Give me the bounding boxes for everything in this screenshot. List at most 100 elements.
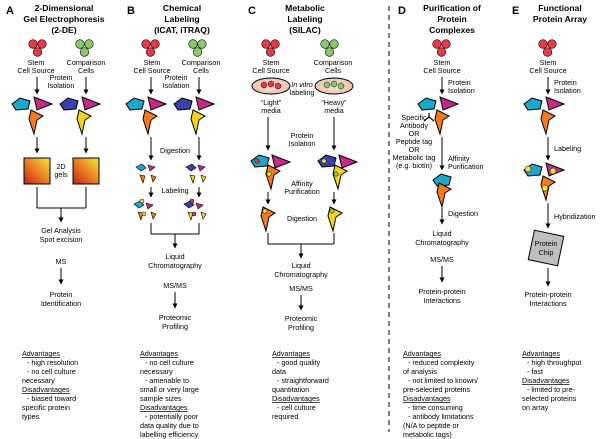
comparison-label: Comparison: [314, 58, 353, 67]
comparison-label: Cells: [78, 66, 94, 75]
panel-title-line: Protein: [437, 14, 467, 24]
advantage-item: - fast: [527, 367, 543, 376]
step-label: MS/MS: [289, 284, 313, 293]
step-label: Liquid: [291, 261, 310, 270]
comparison-cells-icon: [188, 39, 207, 57]
culture-dish-light-icon: [251, 77, 291, 95]
panel-title-line: Gel Electrophoresis: [23, 14, 104, 24]
panel-letter: B: [127, 5, 135, 17]
gel-label: 2D: [56, 162, 65, 171]
tag-label: Specific: [401, 113, 427, 122]
isolation-label: Isolation: [163, 81, 190, 90]
tag-label: OR: [409, 129, 420, 138]
stem-cells-icon: [141, 39, 160, 57]
purified-protein-icon: [260, 206, 343, 232]
tag-label: Antibody: [400, 121, 428, 130]
source-label: Stem: [144, 58, 161, 67]
chip-label: Protein: [535, 239, 558, 248]
chip-label: Chip: [539, 248, 554, 257]
advantage-item: - not limited to known/: [408, 376, 478, 385]
panel-title-line: (SILAC): [289, 25, 321, 35]
digestion-label: Digestion: [448, 209, 478, 218]
gel-icon: [72, 157, 100, 185]
disadvantage-item: - biased toward: [27, 394, 76, 403]
panel-title-line: Complexes: [429, 25, 475, 35]
step-label: MS/MS: [163, 281, 187, 290]
panel-title-line: Labeling: [164, 14, 199, 24]
advantage-item: pre-selected proteins: [403, 385, 471, 394]
panel-letter: D: [398, 5, 406, 17]
panel-title-line: Protein Array: [533, 14, 587, 24]
disadvantage-item: on array: [522, 403, 549, 412]
affinity-label: Affinity: [291, 179, 313, 188]
panel-title-line: (ICAT, iTRAQ): [154, 25, 210, 35]
advantage-item: sample sizes: [140, 394, 182, 403]
stem-cells-icon: [261, 39, 280, 57]
disadvantages-heading: Disadvantages: [522, 376, 570, 385]
in-vitro-label: labeling: [290, 88, 315, 97]
panel-d: D Purification of Protein Complexes Stem…: [393, 3, 484, 439]
step-label: Profiling: [162, 322, 188, 331]
isolation-label: Protein: [50, 73, 73, 82]
panel-e: E Functional Protein Array Stem Cell Sou…: [512, 3, 596, 412]
panel-title-line: Functional: [538, 3, 581, 13]
step-label: Identification: [41, 299, 81, 308]
affinity-label: Purification: [284, 187, 320, 196]
gel-label: gels: [54, 170, 68, 179]
source-label: Cell Source: [17, 66, 54, 75]
step-label: Profiling: [288, 323, 314, 332]
light-media-label: “Light”: [261, 98, 282, 107]
source-label: Stem: [540, 58, 557, 67]
comparison-cells-icon: [75, 39, 94, 57]
source-label: Cell Source: [252, 66, 289, 75]
isolation-label: Protein: [291, 131, 314, 140]
disadvantage-item: labelling efficiency: [140, 430, 199, 439]
step-label: Interactions: [529, 299, 567, 308]
disadvantage-item: required: [272, 412, 298, 421]
source-label: Cell Source: [423, 66, 460, 75]
step-label: Protein-protein: [524, 290, 571, 299]
in-vitro-label: In vitro: [291, 80, 313, 89]
antibody-tag-icon: [423, 113, 435, 122]
advantages-heading: Advantages: [403, 349, 441, 358]
tag-label: Peptide tag: [396, 137, 432, 146]
advantage-item: - straightforward: [277, 376, 329, 385]
stem-cells-icon: [432, 39, 451, 57]
panel-letter: A: [6, 5, 14, 17]
advantages-block: Advantages - good quality data - straigh…: [272, 349, 329, 421]
labeled-peptides-icon: [133, 198, 207, 221]
advantage-item: - high throughput: [527, 358, 581, 367]
isolation-label: Protein: [448, 78, 471, 87]
step-label: Chromatography: [148, 261, 202, 270]
disadvantage-item: - limited to pre-: [527, 385, 576, 394]
panel-title-line: Metabolic: [285, 3, 325, 13]
affinity-label: Purification: [448, 162, 484, 171]
isolation-label: Isolation: [48, 81, 75, 90]
disadvantage-item: types: [22, 412, 40, 421]
panel-title-line: Chemical: [163, 3, 201, 13]
panel-title-line: (2-DE): [51, 25, 76, 35]
advantage-item: necessary: [140, 367, 173, 376]
disadvantage-item: - antibody limitations: [408, 412, 474, 421]
step-label: Liquid: [432, 229, 451, 238]
disadvantage-item: selected proteins: [522, 394, 577, 403]
labeled-protein-mix-icon: [250, 154, 358, 190]
disadvantage-item: (N/A to peptide or: [403, 421, 460, 430]
light-media-label: media: [261, 106, 281, 115]
disadvantages-heading: Disadvantages: [403, 394, 451, 403]
panel-letter: C: [248, 5, 256, 17]
comparison-label: Cells: [193, 66, 209, 75]
purified-protein-icon: [432, 173, 452, 208]
panel-title-line: Purification of: [423, 3, 481, 13]
advantage-item: small or very large: [140, 385, 199, 394]
disadvantages-heading: Disadvantages: [140, 403, 188, 412]
step-label: Protein: [50, 290, 73, 299]
comparison-cells-icon: [320, 39, 339, 57]
disadvantage-item: - potentially poor: [145, 412, 199, 421]
panel-a: A 2-Dimensional Gel Electrophoresis (2-D…: [6, 3, 105, 421]
source-label: Cell Source: [529, 66, 566, 75]
step-label: Liquid: [165, 252, 184, 261]
protein-chip-icon: [527, 229, 565, 267]
step-label: Spot excision: [40, 235, 83, 244]
peptide-fragments-icon: [135, 163, 207, 184]
